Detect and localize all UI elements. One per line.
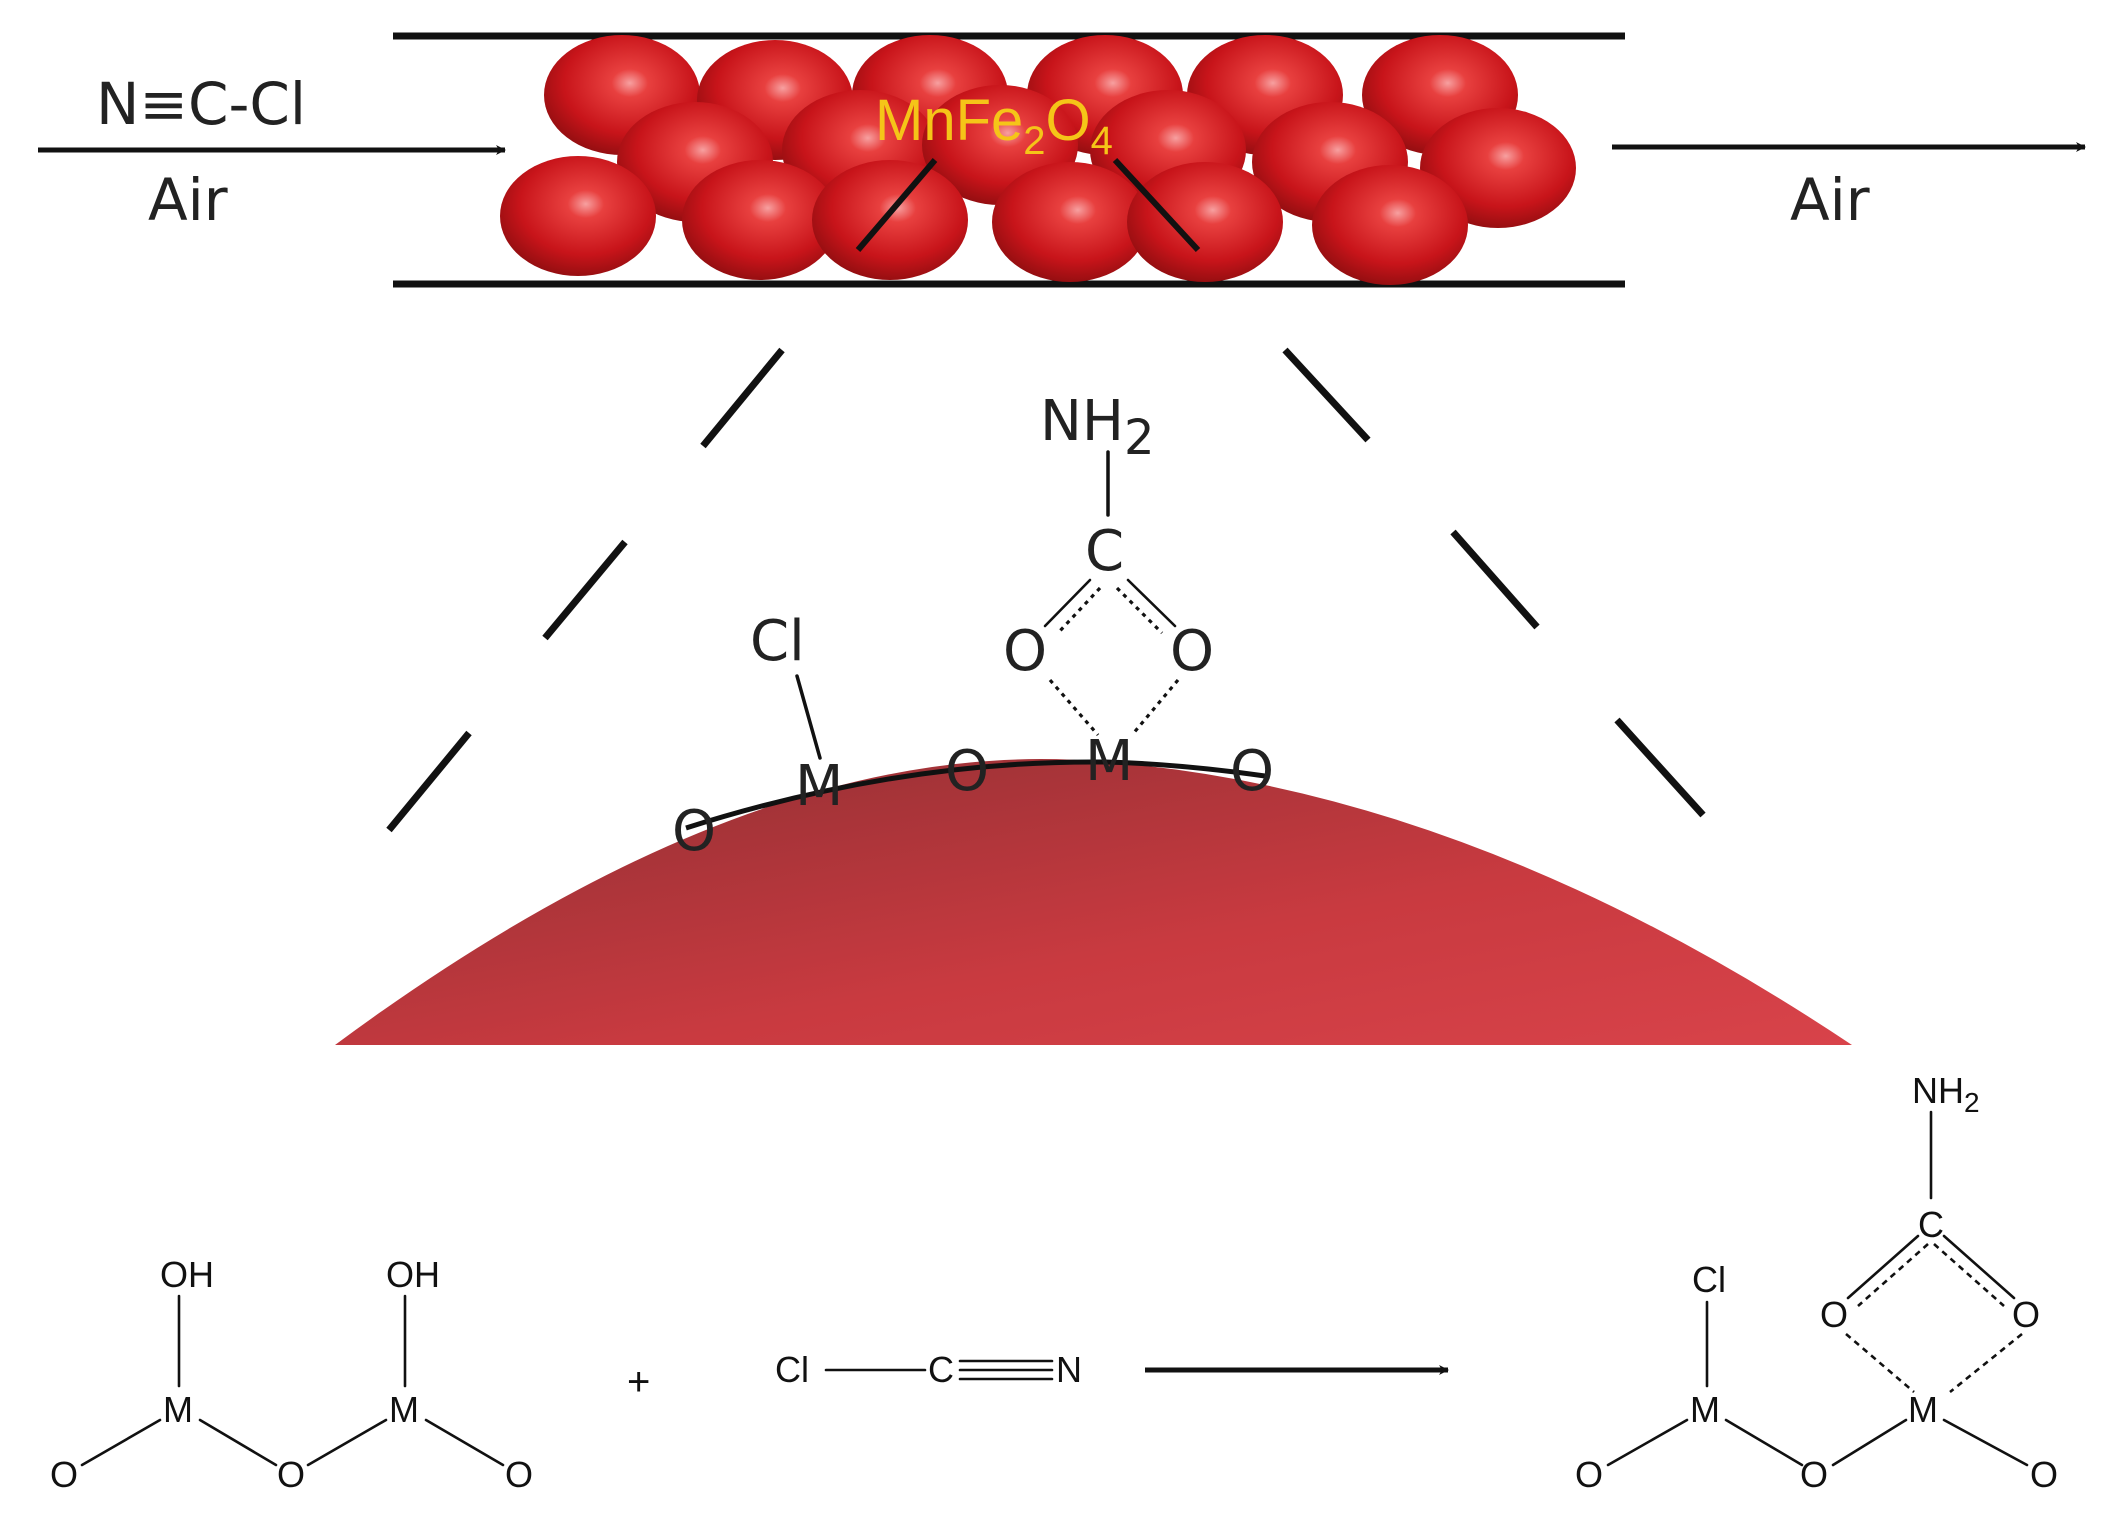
clcn-c: C xyxy=(928,1349,954,1390)
catalyst-particle xyxy=(1127,162,1283,282)
zoom-left-dash-3 xyxy=(386,730,472,833)
outlet: Air xyxy=(1612,142,2086,234)
zoom-left-dash-1 xyxy=(700,347,785,449)
surface-m-2: M xyxy=(1085,729,1133,794)
product-o-left: O xyxy=(1820,1294,1848,1335)
catalyst-particle xyxy=(992,162,1148,282)
surface-o-right: O xyxy=(1170,619,1214,684)
clcn-cl: Cl xyxy=(775,1349,809,1390)
product-surface: Cl M M O O O NH2 C O O xyxy=(1575,1070,2058,1495)
reactant-bond-b xyxy=(198,1418,278,1467)
product-bond-d xyxy=(1942,1418,2029,1467)
product-o-2: O xyxy=(1800,1454,1828,1495)
catalyst-surface xyxy=(335,759,1852,1045)
product-o-3: O xyxy=(2030,1454,2058,1495)
product-co-right-dashed xyxy=(1933,1243,2005,1307)
plus-sign: + xyxy=(627,1360,650,1404)
zoom-left-dash-2 xyxy=(542,539,628,641)
surface-om-right-dashed xyxy=(1130,678,1180,737)
product-c: C xyxy=(1918,1204,1944,1245)
product-co-right xyxy=(1942,1234,2016,1300)
reaction-equation: OH OH M M O O O + Cl C N Cl xyxy=(50,1070,2058,1495)
clcn-n: N xyxy=(1056,1349,1082,1390)
surface-co-right-dashed xyxy=(1115,586,1164,635)
catalyst-pointer-left xyxy=(855,158,938,252)
reactant-m-1: M xyxy=(163,1389,193,1430)
surface-co-right xyxy=(1126,578,1177,628)
reactant-oh-1: OH xyxy=(160,1254,214,1295)
surface-o-left: O xyxy=(1003,619,1047,684)
surface-bond-line xyxy=(685,759,1266,831)
catalyst-particle xyxy=(682,160,838,280)
reactant-o-1: O xyxy=(50,1454,78,1495)
surface-c: C xyxy=(1085,519,1124,584)
product-om-right-dashed xyxy=(1949,1332,2023,1394)
reactant-clcn: Cl C N xyxy=(775,1349,1082,1390)
catalyst-label-group: MnFe2O4 xyxy=(855,88,1201,253)
inlet: N≡C-Cl Air xyxy=(38,70,506,234)
product-co-left-dashed xyxy=(1857,1243,1929,1307)
zoom-right-dash-3 xyxy=(1614,717,1706,818)
surface-co-left-dashed xyxy=(1056,586,1102,635)
reactant-bond-a xyxy=(80,1418,162,1467)
surface-cl-bond xyxy=(795,674,822,760)
surface-nh2: NH2 xyxy=(1040,389,1155,466)
zoom-lines xyxy=(386,347,1706,833)
inlet-air-label: Air xyxy=(148,166,228,234)
surface-cl: Cl xyxy=(750,609,805,674)
product-nh2: NH2 xyxy=(1912,1070,1980,1118)
surface-co-left xyxy=(1043,578,1092,628)
product-bond-c xyxy=(1831,1418,1908,1467)
product-o-1: O xyxy=(1575,1454,1603,1495)
reactant-surface: OH OH M M O O O xyxy=(50,1254,533,1495)
reactant-o-3: O xyxy=(505,1454,533,1495)
product-bond-a xyxy=(1606,1418,1689,1467)
product-cl: Cl xyxy=(1692,1259,1726,1300)
product-m-1: M xyxy=(1690,1389,1720,1430)
catalyst-particle xyxy=(1312,165,1468,285)
outlet-air-label: Air xyxy=(1790,166,1870,234)
product-om-left-dashed xyxy=(1845,1333,1915,1393)
catalyst-particles xyxy=(500,35,1576,285)
reactant-bond-d xyxy=(424,1418,505,1467)
surface-om-left-dashed xyxy=(1048,678,1100,737)
reactor-tube xyxy=(393,32,1625,288)
reactant-m-2: M xyxy=(389,1389,419,1430)
product-m-2: M xyxy=(1908,1389,1938,1430)
zoom-right-dash-1 xyxy=(1282,347,1371,443)
surface-o-3: O xyxy=(1230,739,1274,804)
zoom-right-dash-2 xyxy=(1450,529,1540,630)
product-co-left xyxy=(1846,1234,1920,1300)
reactant-oh-2: OH xyxy=(386,1254,440,1295)
product-bond-b xyxy=(1724,1418,1804,1467)
catalyst-particle xyxy=(500,156,656,276)
product-o-right: O xyxy=(2012,1294,2040,1335)
reactant-o-2: O xyxy=(277,1454,305,1495)
surface-o-2: O xyxy=(945,739,989,804)
catalyst-pointer-right xyxy=(1112,157,1201,253)
catalyst-particle xyxy=(812,160,968,280)
inlet-gas-label: N≡C-Cl xyxy=(96,70,306,138)
reactant-bond-c xyxy=(306,1418,388,1467)
surface-m-1: M xyxy=(795,754,843,819)
catalyst-label: MnFe2O4 xyxy=(875,88,1113,163)
surface-species: O M O M O Cl NH2 C O O xyxy=(672,389,1274,864)
surface-o-1: O xyxy=(672,799,716,864)
